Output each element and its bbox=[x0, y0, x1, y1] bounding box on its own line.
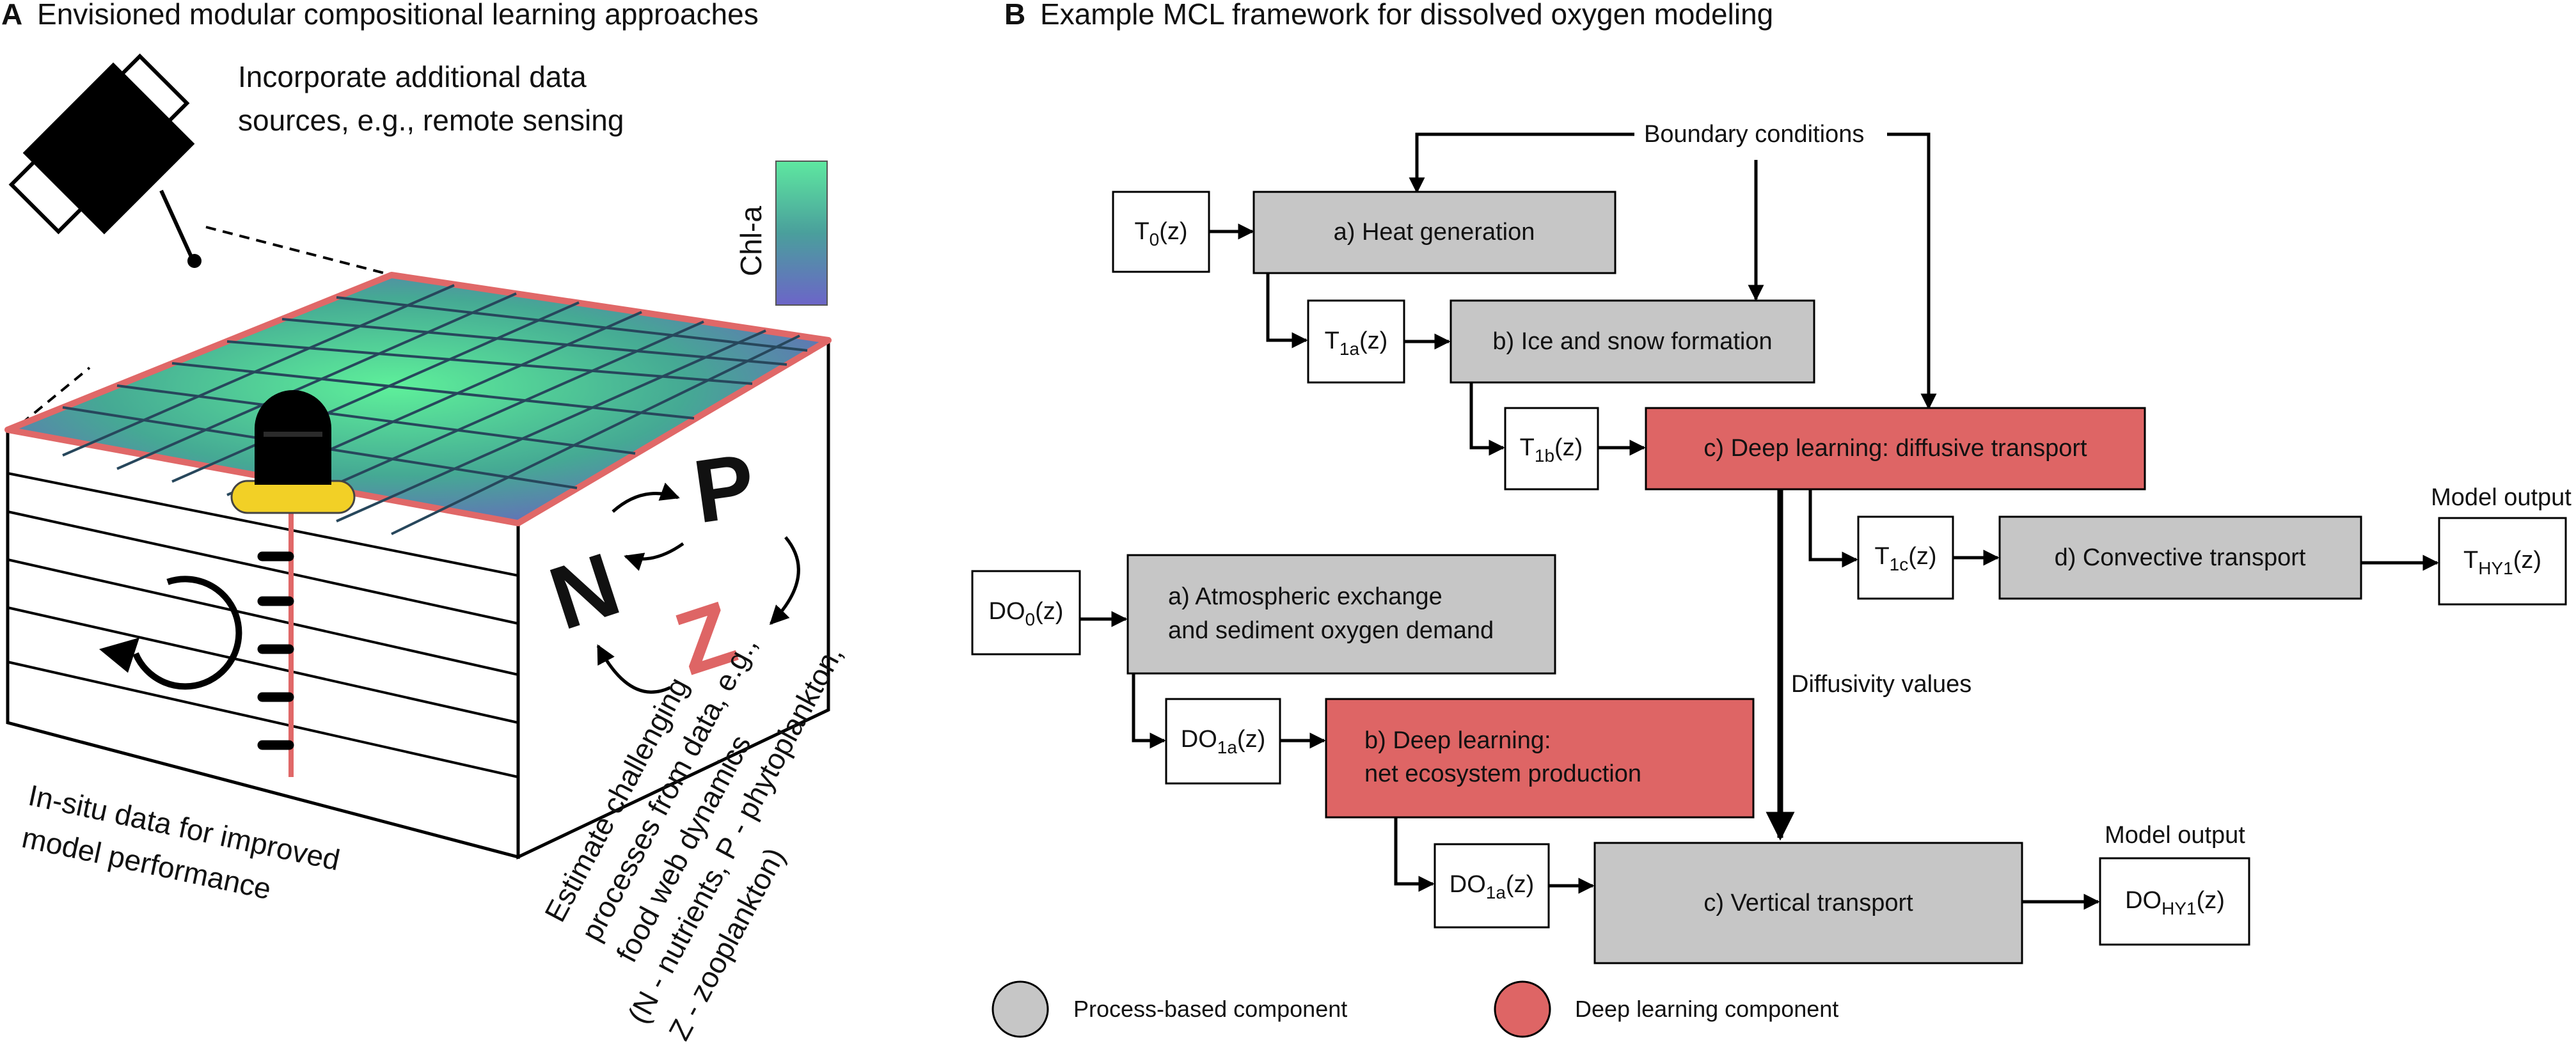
convective-transport-box bbox=[1998, 515, 2362, 600]
model-output-bottom-label: Model output bbox=[2105, 822, 2245, 849]
food-web-node-p: P bbox=[688, 434, 761, 542]
chla-color-bar bbox=[775, 161, 828, 306]
panel-a-title: Envisioned modular compositional learnin… bbox=[37, 0, 759, 31]
do0-state-box bbox=[971, 570, 1081, 656]
dohy1-output-box bbox=[2099, 857, 2250, 946]
net-ecosystem-production-box bbox=[1325, 698, 1755, 819]
vertical-transport-box bbox=[1593, 842, 2023, 964]
do1a-first-state-box bbox=[1165, 698, 1281, 785]
chla-label: Chl-a bbox=[734, 206, 768, 276]
panel-b: B Example MCL framework for dissolved ox… bbox=[971, 0, 2572, 1038]
diffusive-transport-label: c) Deep learning: diffusive transport bbox=[1703, 435, 2087, 462]
net-ecosystem-production-line-2: net ecosystem production bbox=[1364, 760, 1641, 787]
ice-snow-label: b) Ice and snow formation bbox=[1492, 328, 1772, 355]
legend-process-label: Process-based component bbox=[1073, 996, 1347, 1022]
t1a-state-label: T1a(z) bbox=[1325, 327, 1388, 359]
lake-box bbox=[4, 272, 832, 860]
lake-surface-grid bbox=[62, 284, 808, 535]
t1c-state-label: T1c(z) bbox=[1874, 543, 1936, 574]
svg-text:B Example MCL framework: B Example MCL framework for dissolved ox… bbox=[1004, 0, 1773, 31]
heat-generation-label: a) Heat generation bbox=[1334, 219, 1535, 246]
water-layer-line bbox=[7, 558, 519, 676]
temperature-chain: T0(z) a) Heat generation T1a(z) b) Ice a… bbox=[1112, 191, 2572, 606]
water-layer-line bbox=[7, 661, 519, 778]
view-line-right bbox=[205, 226, 392, 276]
do1a-second-state-label: DO1a(z) bbox=[1450, 871, 1534, 902]
oxygen-chain: DO0(z) a) Atmospheric exchange and sedim… bbox=[971, 554, 2250, 964]
dohy1-output-label: DOHY1(z) bbox=[2125, 887, 2225, 918]
thy1-output-box bbox=[2438, 517, 2567, 606]
t1b-state-box bbox=[1504, 407, 1599, 491]
t1b-state-label: T1b(z) bbox=[1520, 434, 1583, 466]
net-ecosystem-production-line-1: b) Deep learning: bbox=[1364, 727, 1551, 754]
remote-sensing-line-1: Incorporate additional data bbox=[238, 60, 587, 93]
t0-state-label: T0(z) bbox=[1134, 218, 1187, 249]
panel-a-letter: A bbox=[1, 0, 22, 31]
atmospheric-exchange-line-2: and sediment oxygen demand bbox=[1168, 617, 1494, 644]
ice-snow-box bbox=[1450, 299, 1815, 384]
panel-b-title: Example MCL framework for dissolved oxyg… bbox=[1040, 0, 1773, 31]
vertical-transport-label: c) Vertical transport bbox=[1703, 890, 1913, 916]
water-layer-line bbox=[7, 606, 519, 724]
do0-state-label: DO0(z) bbox=[989, 598, 1064, 629]
do1a-first-state-label: DO1a(z) bbox=[1181, 726, 1265, 757]
circulation-arrow-icon bbox=[99, 576, 242, 690]
t1c-state-box bbox=[1857, 515, 1954, 600]
atmospheric-exchange-box bbox=[1126, 554, 1556, 675]
diffusive-transport-box bbox=[1645, 407, 2146, 491]
water-layer-line bbox=[7, 472, 519, 577]
legend-deep-swatch bbox=[1494, 980, 1551, 1038]
satellite-icon bbox=[8, 53, 201, 268]
heat-generation-box bbox=[1252, 191, 1616, 274]
remote-sensing-line-2: sources, e.g., remote sensing bbox=[238, 104, 624, 137]
water-layer-line bbox=[7, 510, 519, 625]
atmospheric-exchange-line-1: a) Atmospheric exchange bbox=[1168, 583, 1442, 610]
food-web-arrows bbox=[596, 482, 800, 694]
model-output-top-label: Model output bbox=[2431, 484, 2572, 511]
thy1-output-label: THY1(z) bbox=[2463, 547, 2541, 578]
panel-a: A Envisioned modular compositional learn… bbox=[1, 0, 849, 1045]
boundary-condition-arrows bbox=[1409, 132, 1937, 410]
t1a-state-box bbox=[1307, 299, 1405, 384]
boundary-conditions-label: Boundary conditions bbox=[1644, 121, 1864, 148]
legend: Process-based component Deep learning co… bbox=[992, 980, 1838, 1038]
buoy-sensor-icon bbox=[230, 390, 356, 777]
svg-text:A Envisioned modular com: A Envisioned modular compositional learn… bbox=[1, 0, 759, 31]
legend-process-swatch bbox=[992, 980, 1049, 1038]
convective-transport-label: d) Convective transport bbox=[2055, 544, 2306, 571]
panel-b-letter: B bbox=[1004, 0, 1025, 31]
diffusivity-values-label: Diffusivity values bbox=[1791, 671, 1972, 698]
legend-deep-label: Deep learning component bbox=[1575, 996, 1838, 1022]
